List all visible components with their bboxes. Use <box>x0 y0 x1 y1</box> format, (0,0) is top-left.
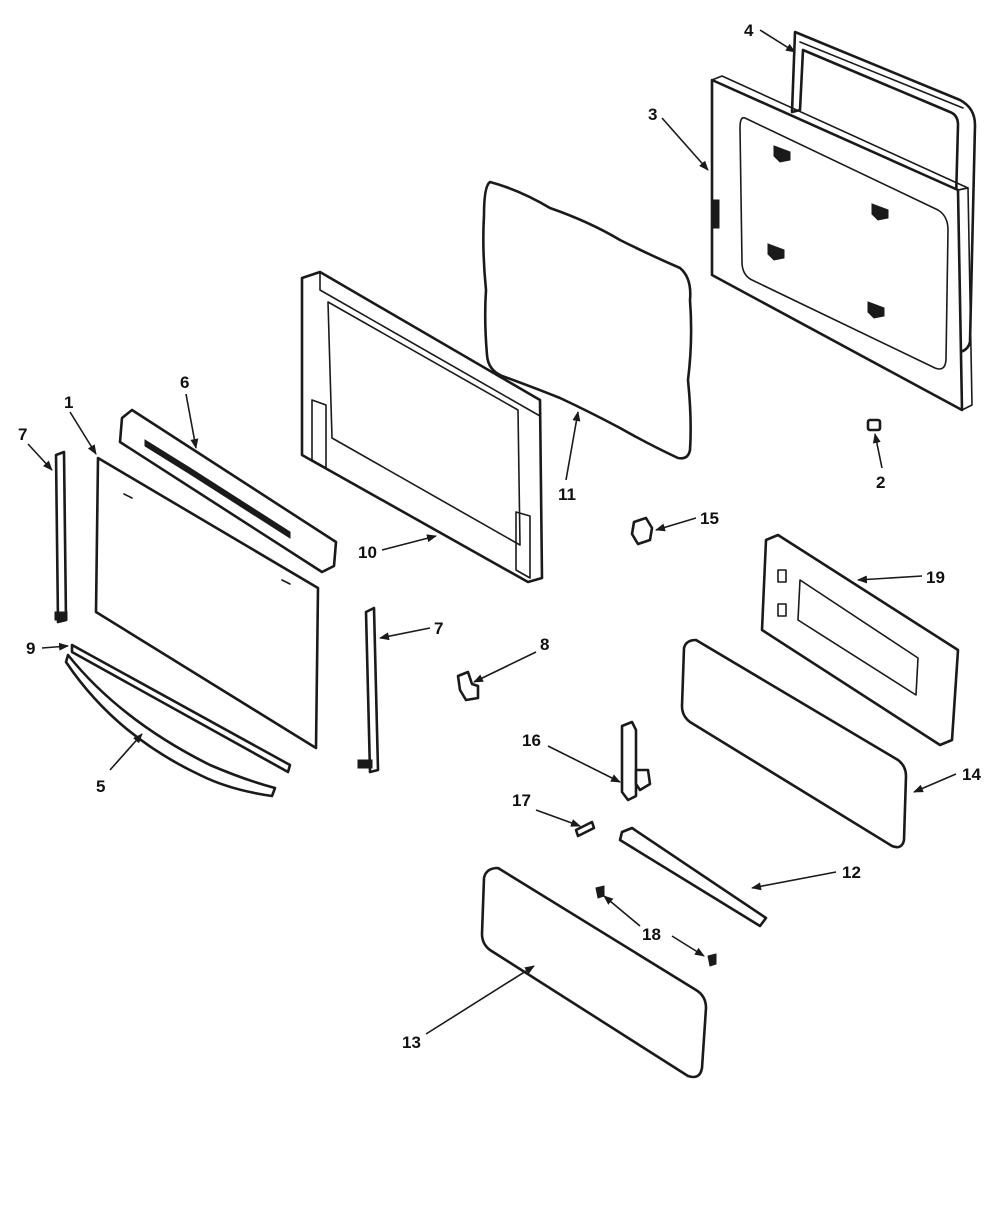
leader-2 <box>872 433 883 469</box>
callout-7-left: 7 <box>18 425 27 444</box>
part-13-lower-panel <box>480 866 708 1079</box>
leader-13 <box>425 965 535 1035</box>
callout-19: 19 <box>926 568 945 587</box>
part-12-trim-strip <box>618 826 768 928</box>
callout-16: 16 <box>522 731 541 750</box>
callout-11: 11 <box>558 485 576 504</box>
callout-7-right: 7 <box>434 619 443 638</box>
leader-6 <box>185 393 199 449</box>
part-2-clip <box>866 418 882 432</box>
part-9-bottom-trim <box>70 643 292 774</box>
part-15-clip <box>630 516 654 546</box>
part-17-screw <box>574 820 596 838</box>
part-5-bottom-vent <box>64 653 277 798</box>
callout-4: 4 <box>744 21 754 40</box>
part-16-hinge <box>620 720 652 802</box>
part-7-retainer-left <box>54 450 68 624</box>
leader-lines <box>27 29 957 1035</box>
callout-9: 9 <box>26 639 35 658</box>
part-3-inner-door-panel <box>710 75 973 412</box>
leader-7-right <box>379 627 431 641</box>
part-8-bracket <box>456 670 480 702</box>
callout-6: 6 <box>180 373 189 392</box>
leader-17 <box>535 809 581 827</box>
part-19-bracket <box>760 533 960 747</box>
leader-11 <box>565 411 581 481</box>
leader-8 <box>473 651 537 683</box>
leader-4 <box>759 29 796 53</box>
leader-9 <box>41 642 69 651</box>
callout-18: 18 <box>642 925 661 944</box>
callout-5: 5 <box>96 777 105 796</box>
callout-8: 8 <box>540 635 549 654</box>
part-14-control-panel <box>680 638 908 849</box>
leader-18-a <box>603 895 641 927</box>
callout-labels: 4 3 2 11 15 19 10 6 1 7 9 5 7 8 16 17 12… <box>18 21 981 1052</box>
callout-14: 14 <box>962 765 981 784</box>
part-10-door-frame <box>300 270 544 584</box>
leader-14 <box>913 773 957 793</box>
callout-13: 13 <box>402 1033 421 1052</box>
part-11-insulation <box>482 180 693 460</box>
leader-19 <box>857 575 923 584</box>
leader-15 <box>655 517 697 532</box>
leader-5 <box>109 733 143 771</box>
leader-18-b <box>671 935 705 957</box>
leader-1 <box>69 411 97 455</box>
callout-12: 12 <box>842 863 861 882</box>
callout-2: 2 <box>876 473 885 492</box>
callout-1: 1 <box>64 393 73 412</box>
callout-15: 15 <box>700 509 719 528</box>
leader-3 <box>661 117 709 171</box>
part-18-screws <box>595 885 717 967</box>
callout-17: 17 <box>512 791 531 810</box>
part-6-vent-trim <box>118 408 338 574</box>
leader-10 <box>381 534 437 551</box>
leader-7-left <box>27 443 53 471</box>
leader-16 <box>547 745 621 783</box>
callout-10: 10 <box>358 543 377 562</box>
leader-12 <box>751 871 837 891</box>
part-1-door-glass <box>94 456 320 750</box>
callout-3: 3 <box>648 105 657 124</box>
part-7-retainer-right <box>357 606 380 774</box>
